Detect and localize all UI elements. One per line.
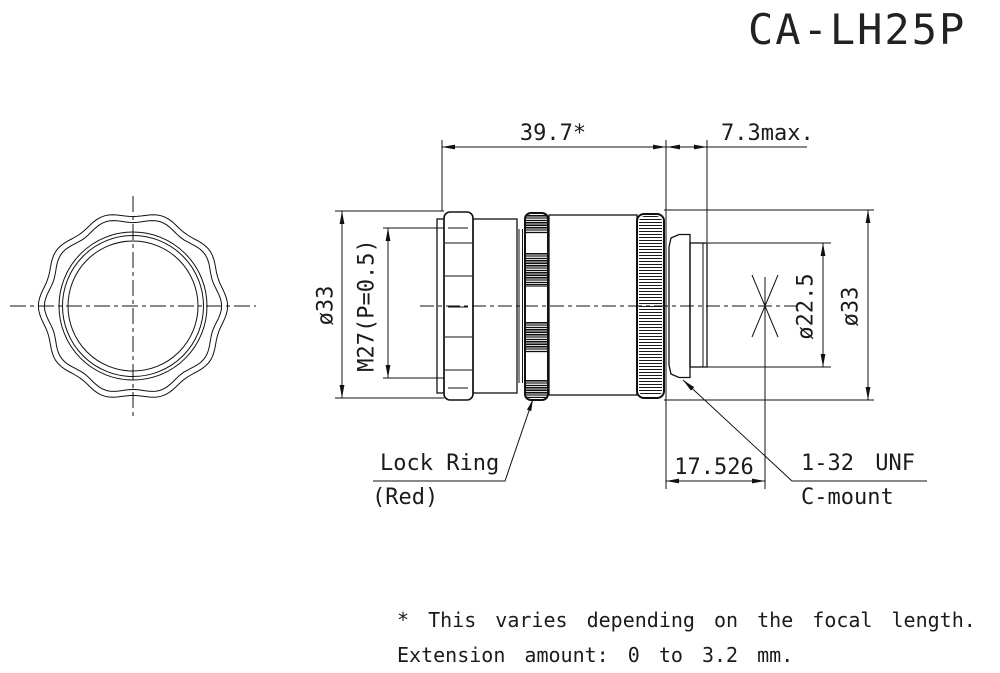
arrowhead xyxy=(820,243,826,256)
arrowhead xyxy=(820,354,826,367)
front-aperture-circle xyxy=(67,240,199,372)
front-scalloped-grip-inner xyxy=(43,220,223,392)
image-plane-mark-diagonal xyxy=(751,274,779,338)
arrowhead xyxy=(339,211,345,224)
dim-mount-protrusion: 7.3max. xyxy=(721,121,814,146)
front-bezel-circle xyxy=(58,231,208,381)
front-rim-strip xyxy=(436,218,445,394)
arrowheads xyxy=(339,144,871,484)
lock-ring-outline xyxy=(524,212,549,401)
dim-filter-thread: M27(P=0.5) xyxy=(354,239,380,372)
lock-ring-knurl-band xyxy=(526,322,547,353)
focus-ring-outline xyxy=(443,211,474,401)
focus-knurl-ring-fill xyxy=(639,216,662,396)
image-plane-mark-diagonal xyxy=(751,274,779,338)
drawing-title: CA-LH25P xyxy=(748,5,967,54)
arrowhead-leader-cmount xyxy=(683,380,695,391)
arrowhead xyxy=(385,365,391,378)
arrowhead xyxy=(442,144,455,150)
label-lock-ring-color: (Red) xyxy=(372,485,439,510)
front-scalloped-grip-outer xyxy=(37,214,229,398)
arrowhead xyxy=(653,144,666,150)
arrowhead xyxy=(667,144,680,150)
dim-flange-focal-distance: 17.526 xyxy=(674,455,754,480)
note-extension-amount: Extension amount: 0 to 3.2 mm. xyxy=(397,643,794,667)
lock-ring-knurl-band xyxy=(526,215,547,234)
cmount-thread-barrel xyxy=(689,242,708,368)
arrowhead xyxy=(865,210,871,223)
arrowhead-leader-lock-ring xyxy=(527,399,533,412)
dim-image-circle-diameter: ø22.5 xyxy=(793,273,819,340)
note-focal-length: * This varies depending on the focal len… xyxy=(397,608,976,632)
side-view xyxy=(420,211,798,401)
arrowhead xyxy=(339,385,345,398)
dim-overall-length: 39.7* xyxy=(519,121,587,146)
mount-thread-collar xyxy=(668,233,691,379)
arrowhead xyxy=(385,228,391,241)
arrowhead xyxy=(865,387,871,400)
dim-front-outer-diameter: ø33 xyxy=(313,285,339,326)
arrowhead xyxy=(694,144,707,150)
label-mount-thread: 1-32 UNF xyxy=(801,451,915,476)
front-view xyxy=(10,196,256,420)
lock-ring-knurl-band xyxy=(526,253,547,287)
main-body-section xyxy=(548,214,638,396)
lock-ring-knurl-band xyxy=(526,380,547,398)
dim-rear-outer-diameter: ø33 xyxy=(838,286,864,327)
label-mount-type: C-mount xyxy=(801,485,894,510)
front-bezel-inner-circle xyxy=(62,235,204,377)
label-lock-ring: Lock Ring xyxy=(380,451,500,476)
front-barrel-section xyxy=(472,218,518,394)
